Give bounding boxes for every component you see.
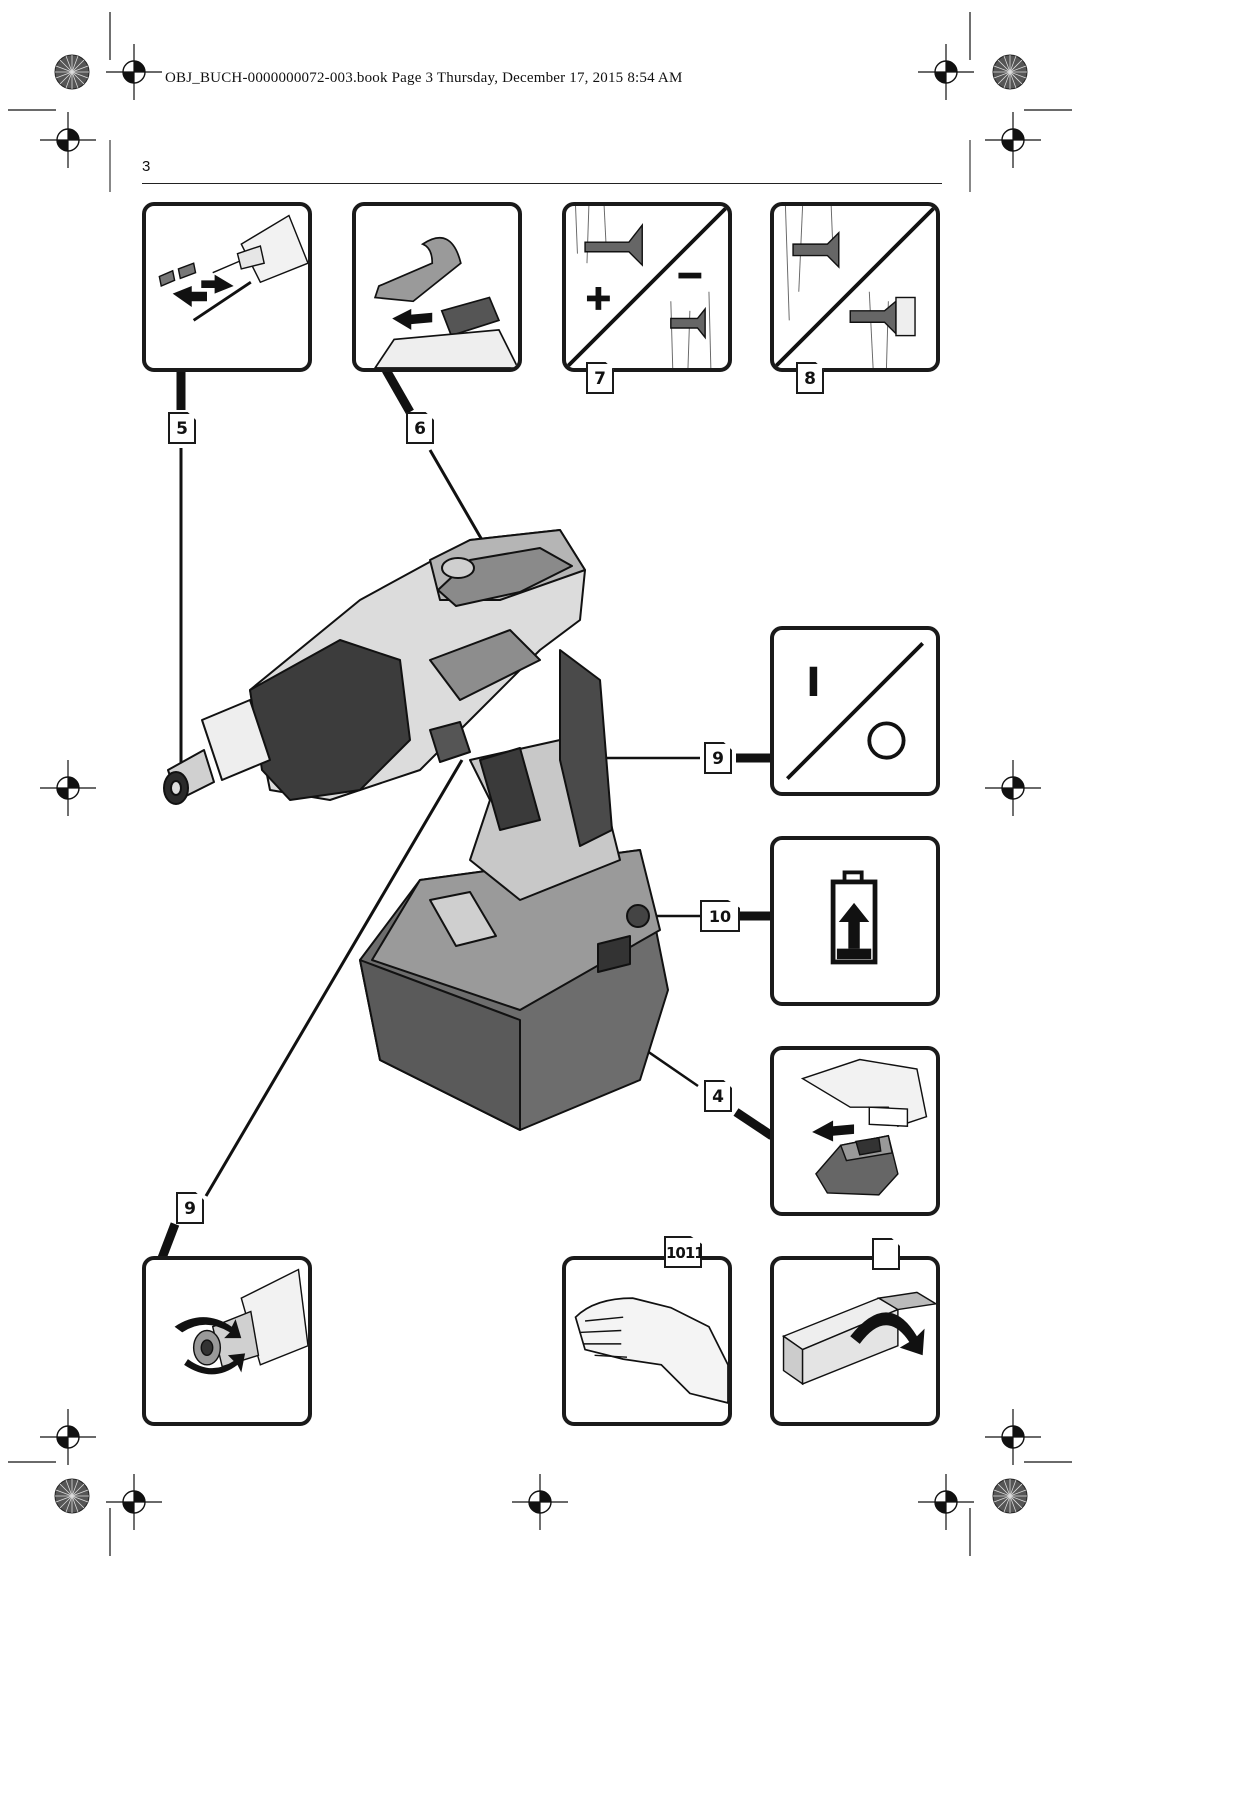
battery-charge-icon [830, 870, 878, 965]
callout-9-switch: 9 [704, 742, 732, 774]
packaging-box-illustration [782, 1291, 936, 1386]
callout-10: 10 [700, 900, 740, 932]
bit-holder-illustration [174, 1268, 308, 1375]
panel-belt-clip [352, 202, 522, 372]
callout-5: 5 [168, 412, 196, 444]
header-rule [142, 183, 942, 184]
panel-hand-protection [562, 1256, 732, 1426]
file-header: OBJ_BUCH-0000000072-003.book Page 3 Thur… [165, 70, 683, 86]
on-symbol: I [806, 660, 821, 706]
hand-illustration [574, 1297, 728, 1404]
callout-1011: 1011 [664, 1236, 702, 1268]
callout-blank [872, 1238, 900, 1270]
drill-illustration [163, 529, 669, 1131]
panel-battery-removal [770, 1046, 940, 1216]
battery-removal-illustration [800, 1058, 928, 1196]
belt-clip-illustration [373, 237, 518, 368]
callout-8: 8 [796, 362, 824, 394]
panel-depth-stop [770, 202, 940, 372]
panel-battery-charge [770, 836, 940, 1006]
panel-depth-adjust [562, 202, 732, 372]
on-off-illustration [785, 641, 925, 781]
panel-bit-holder [142, 1256, 312, 1426]
panel-packaging [770, 1256, 940, 1426]
panel-bit-change [142, 202, 312, 372]
callout-9-bit-holder: 9 [176, 1192, 204, 1224]
callout-7: 7 [586, 362, 614, 394]
callout-6: 6 [406, 412, 434, 444]
depth-stop-illustration [774, 206, 936, 368]
callout-4: 4 [704, 1080, 732, 1112]
depth-adjust-illustration [566, 206, 728, 368]
page-number: 3 [142, 158, 151, 175]
panel-on-off: I [770, 626, 940, 796]
bit-change-illustration [158, 214, 308, 322]
